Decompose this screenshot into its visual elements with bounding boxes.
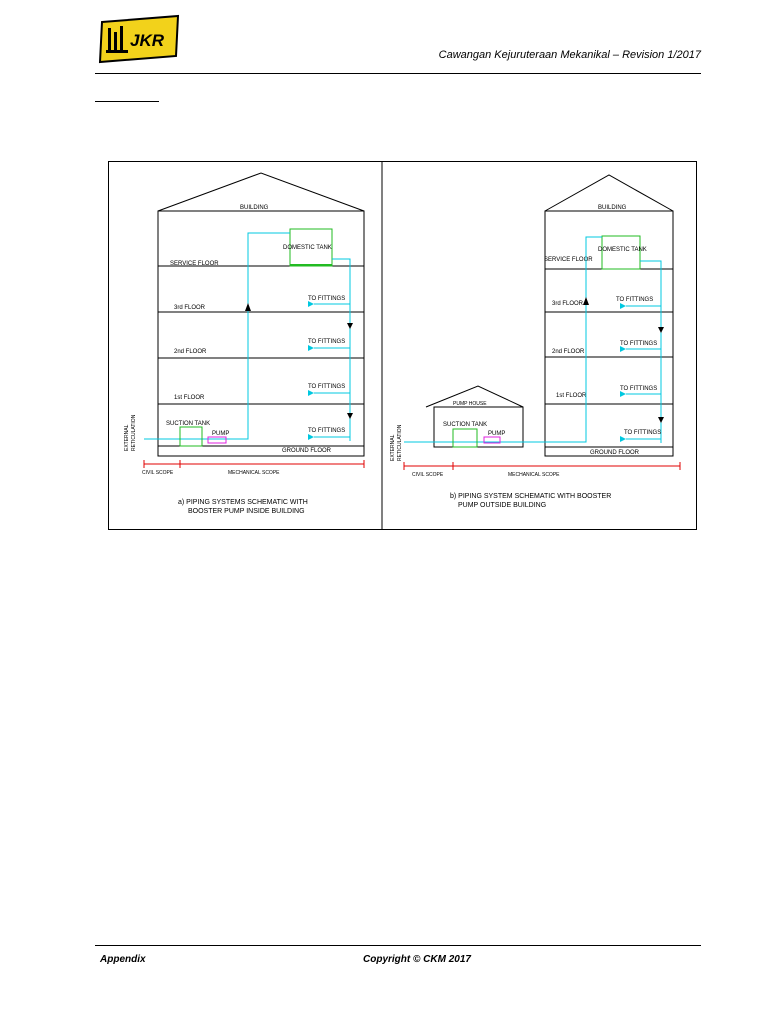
external-reticulation-label-b2: RETICULATION [397,424,403,461]
to-fittings-label-b4: TO FITTINGS [624,430,661,436]
header-divider [95,73,701,74]
footer-divider [95,945,701,946]
footer-copyright: Copyright © CKM 2017 [363,954,471,965]
header-title: Cawangan Kejuruteraan Mekanikal – Revisi… [438,49,701,61]
floor-label-ground-b: GROUND FLOOR [590,450,640,456]
floor-label-service-a: SERVICE FLOOR [170,261,219,267]
to-fittings-label-a1: TO FITTINGS [308,296,345,302]
caption-b-line2: PUMP OUTSIDE BUILDING [458,502,546,509]
building-label-b: BUILDING [598,205,627,211]
caption-a-line1: a) PIPING SYSTEMS SCHEMATIC WITH [178,499,308,506]
caption-b-line1: b) PIPING SYSTEM SCHEMATIC WITH BOOSTER [450,493,611,500]
floor-label-1st-b: 1st FLOOR [556,393,587,399]
suction-tank-label-b: SUCTION TANK [443,422,487,428]
floor-label-ground-a: GROUND FLOOR [282,448,332,454]
external-reticulation-label-a1: EXTERNAL [124,424,130,451]
piping-schematic-figure: BUILDING DOMESTIC TANK SERVICE FLOOR 3rd… [108,161,697,530]
suction-tank-label-a: SUCTION TANK [166,421,210,427]
logo-text: JKR [130,31,165,50]
to-fittings-label-a2: TO FITTINGS [308,339,345,345]
civil-scope-label-a: CIVIL SCOPE [142,470,174,476]
section-underline [95,101,159,102]
floor-label-3rd-a: 3rd FLOOR [174,305,206,311]
to-fittings-label-b3: TO FITTINGS [620,386,657,392]
floor-label-2nd-a: 2nd FLOOR [174,349,207,355]
to-fittings-label-a4: TO FITTINGS [308,428,345,434]
floor-label-service-b: SERVICE FLOOR [544,257,593,263]
to-fittings-label-a3: TO FITTINGS [308,384,345,390]
diagram-b: BUILDING PUMP HOUSE DOMESTIC TANK SERVIC… [390,174,681,509]
to-fittings-label-b2: TO FITTINGS [620,341,657,347]
domestic-tank-label-a: DOMESTIC TANK [283,245,332,251]
floor-label-1st-a: 1st FLOOR [174,395,205,401]
floor-label-2nd-b: 2nd FLOOR [552,349,585,355]
mechanical-scope-label-b: MECHANICAL SCOPE [508,472,560,478]
civil-scope-label-b: CIVIL SCOPE [412,472,444,478]
mechanical-scope-label-a: MECHANICAL SCOPE [228,470,280,476]
pump-label-b: PUMP [488,431,505,437]
pump-house-label: PUMP HOUSE [453,401,487,407]
domestic-tank-label-b: DOMESTIC TANK [598,247,647,253]
floor-label-3rd-b: 3rd FLOOR [552,301,584,307]
external-reticulation-label-b1: EXTERNAL [390,434,396,461]
to-fittings-label-b1: TO FITTINGS [616,297,653,303]
external-reticulation-label-a2: RETICULATION [131,414,137,451]
diagram-a: BUILDING DOMESTIC TANK SERVICE FLOOR 3rd… [124,172,365,515]
pump-label-a: PUMP [212,431,229,437]
caption-a-line2: BOOSTER PUMP INSIDE BUILDING [188,508,305,515]
building-label-a: BUILDING [240,205,269,211]
jkr-logo: JKR [96,14,182,64]
footer-appendix: Appendix [100,954,146,965]
